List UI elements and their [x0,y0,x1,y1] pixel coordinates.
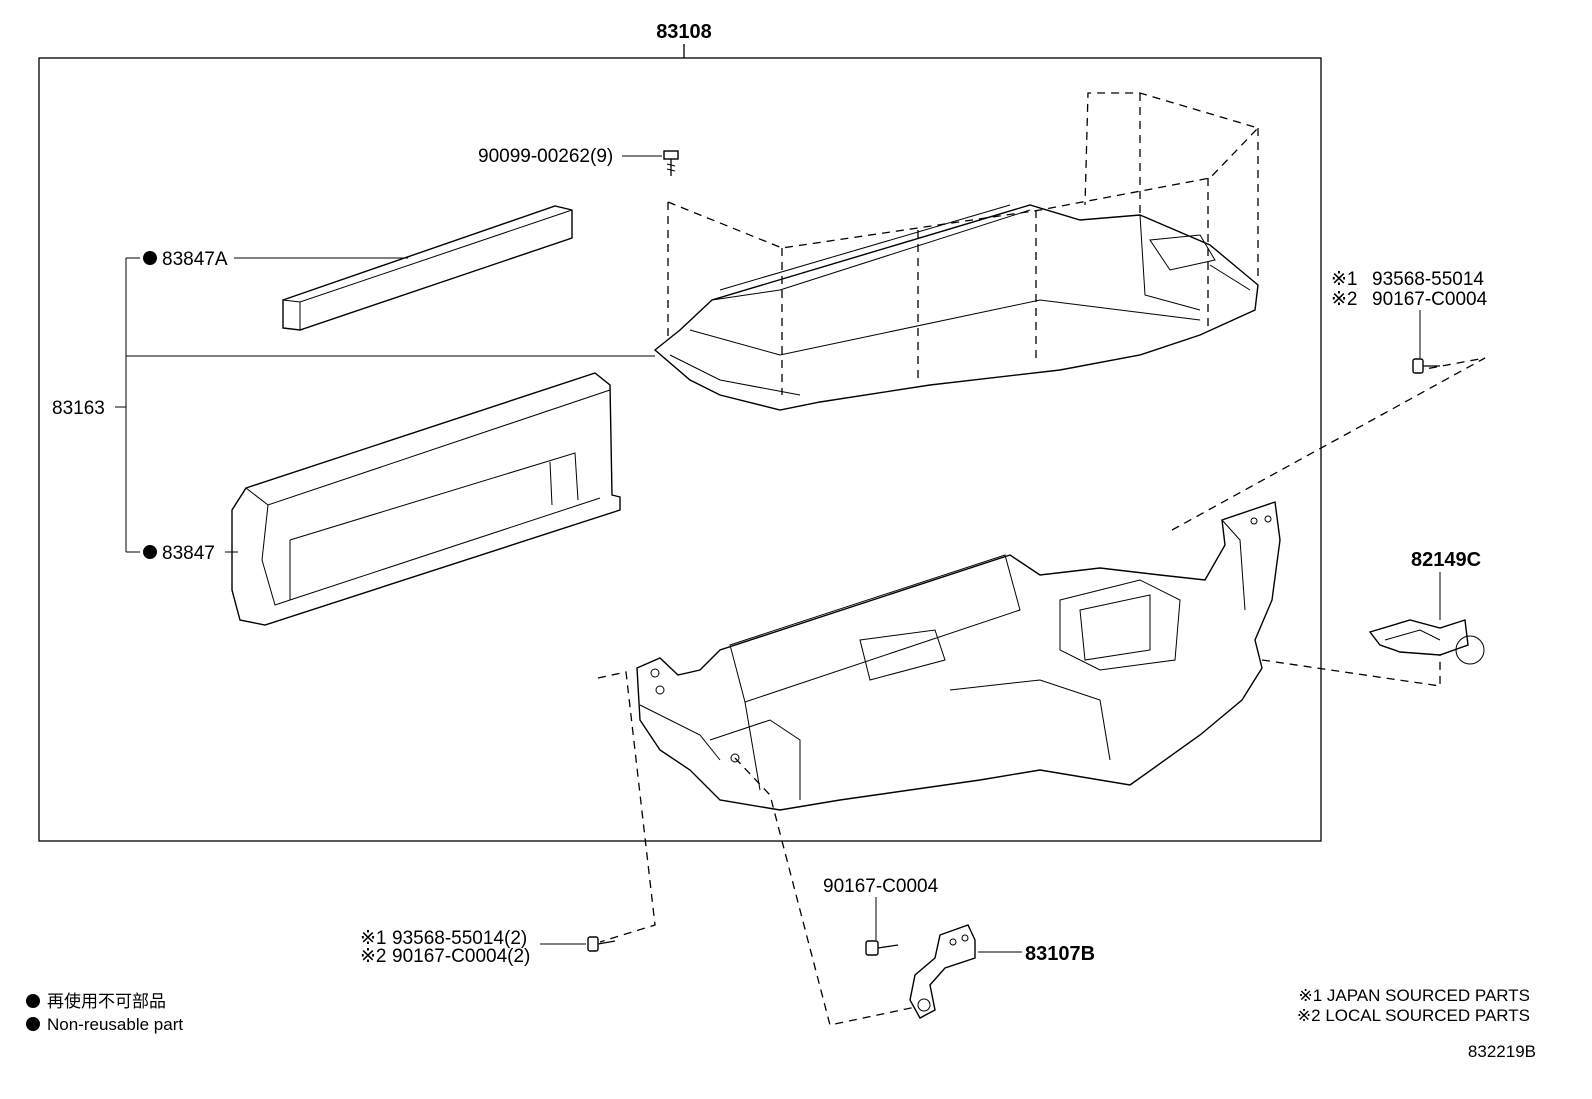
callout-bolt-bottom-1[interactable]: 93568-55014(2) [392,928,527,949]
assembly-frame [38,57,1322,842]
callout-bracket[interactable]: 83107B [1025,943,1095,965]
callout-bolt-bottom-2[interactable]: 90167-C0004(2) [392,946,530,967]
callout-bolt-right-1-mark: ※1 [1331,269,1358,290]
non-reusable-dot-a [143,251,157,265]
callout-bolt-right-2-mark: ※2 [1331,289,1358,310]
callout-screw-bracket[interactable]: 90167-C0004 [823,876,939,897]
legend-jp: 再使用不可部品 [47,991,166,1011]
upper-housing [653,204,1259,411]
callout-pad[interactable]: 83847 [162,543,215,564]
callout-bolt-right-2[interactable]: 90167-C0004 [1372,289,1488,310]
bolt-right-icon [1412,358,1440,374]
callout-bolt-top[interactable]: 90099-00262(9) [478,146,613,167]
sensor-part [1368,619,1485,665]
screw-bracket-icon [865,940,899,956]
legend-dot-en [26,1017,40,1031]
legend-en: Non-reusable part [47,1015,183,1034]
pad-a-part [282,205,573,331]
pad-part [231,372,621,626]
legend-dot-jp [26,994,40,1008]
diagram-id: 832219B [1468,1042,1536,1061]
callout-sensor[interactable]: 82149C [1411,549,1481,571]
callout-bolt-bottom-1-mark: ※1 [360,928,387,949]
note-japan-sourced: ※1 JAPAN SOURCED PARTS [1298,986,1530,1005]
callout-bolt-bottom-2-mark: ※2 [360,946,387,967]
bolt-bottom-icon [587,936,616,952]
callout-kit[interactable]: 83163 [52,398,105,419]
lower-housing [636,501,1281,811]
non-reusable-dot-pad [143,545,157,559]
bracket-part [909,924,976,1019]
callout-pad-a[interactable]: 83847A [162,249,228,270]
callout-assembly[interactable]: 83108 [656,21,712,43]
bolt-top-icon [663,150,679,176]
callout-bolt-right-1[interactable]: 93568-55014 [1372,269,1484,290]
note-local-sourced: ※2 LOCAL SOURCED PARTS [1297,1006,1530,1025]
